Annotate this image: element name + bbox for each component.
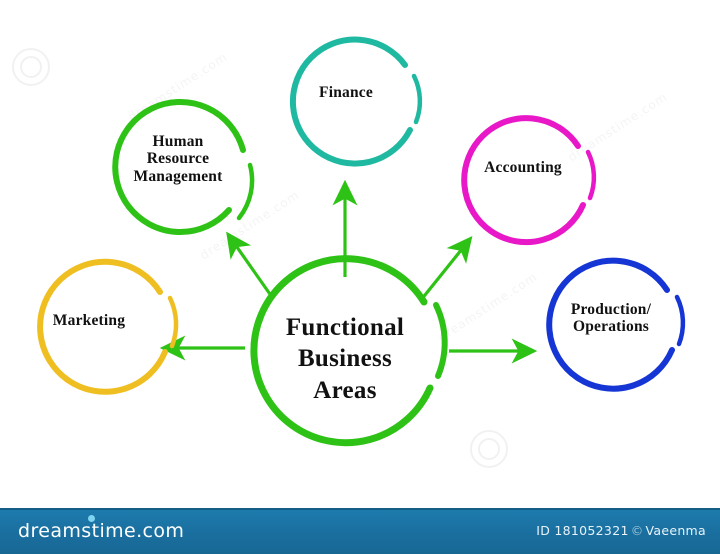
node-circle-marketing[interactable] (37, 258, 179, 395)
image-author: Vaeenma (645, 523, 706, 538)
node-circle-production-operations[interactable] (546, 257, 686, 392)
arrow-to-human-resource-management (226, 231, 274, 298)
dreamstime-logo-dot-icon (88, 515, 95, 522)
arrow-group (159, 179, 538, 364)
arrow-to-accounting (419, 236, 473, 302)
footer-bar: dreamstime.com ID 181052321©Vaeenma (0, 508, 720, 554)
dreamstime-logo-text: dreamstime.com (18, 520, 185, 542)
dreamstime-logo[interactable]: dreamstime.com (18, 515, 185, 542)
center-node-circle[interactable] (250, 255, 448, 447)
image-credit: ID 181052321©Vaeenma (536, 523, 706, 538)
node-circle-human-resource-management[interactable] (112, 99, 255, 235)
node-circle-accounting[interactable] (461, 115, 597, 246)
diagram-canvas: dreamstime.com dreamstime.com dreamstime… (12, 36, 686, 468)
image-id: ID 181052321 (536, 523, 629, 538)
diagram-svg (37, 36, 686, 447)
copyright-icon: © (630, 523, 644, 538)
node-circle-finance[interactable] (289, 36, 423, 167)
